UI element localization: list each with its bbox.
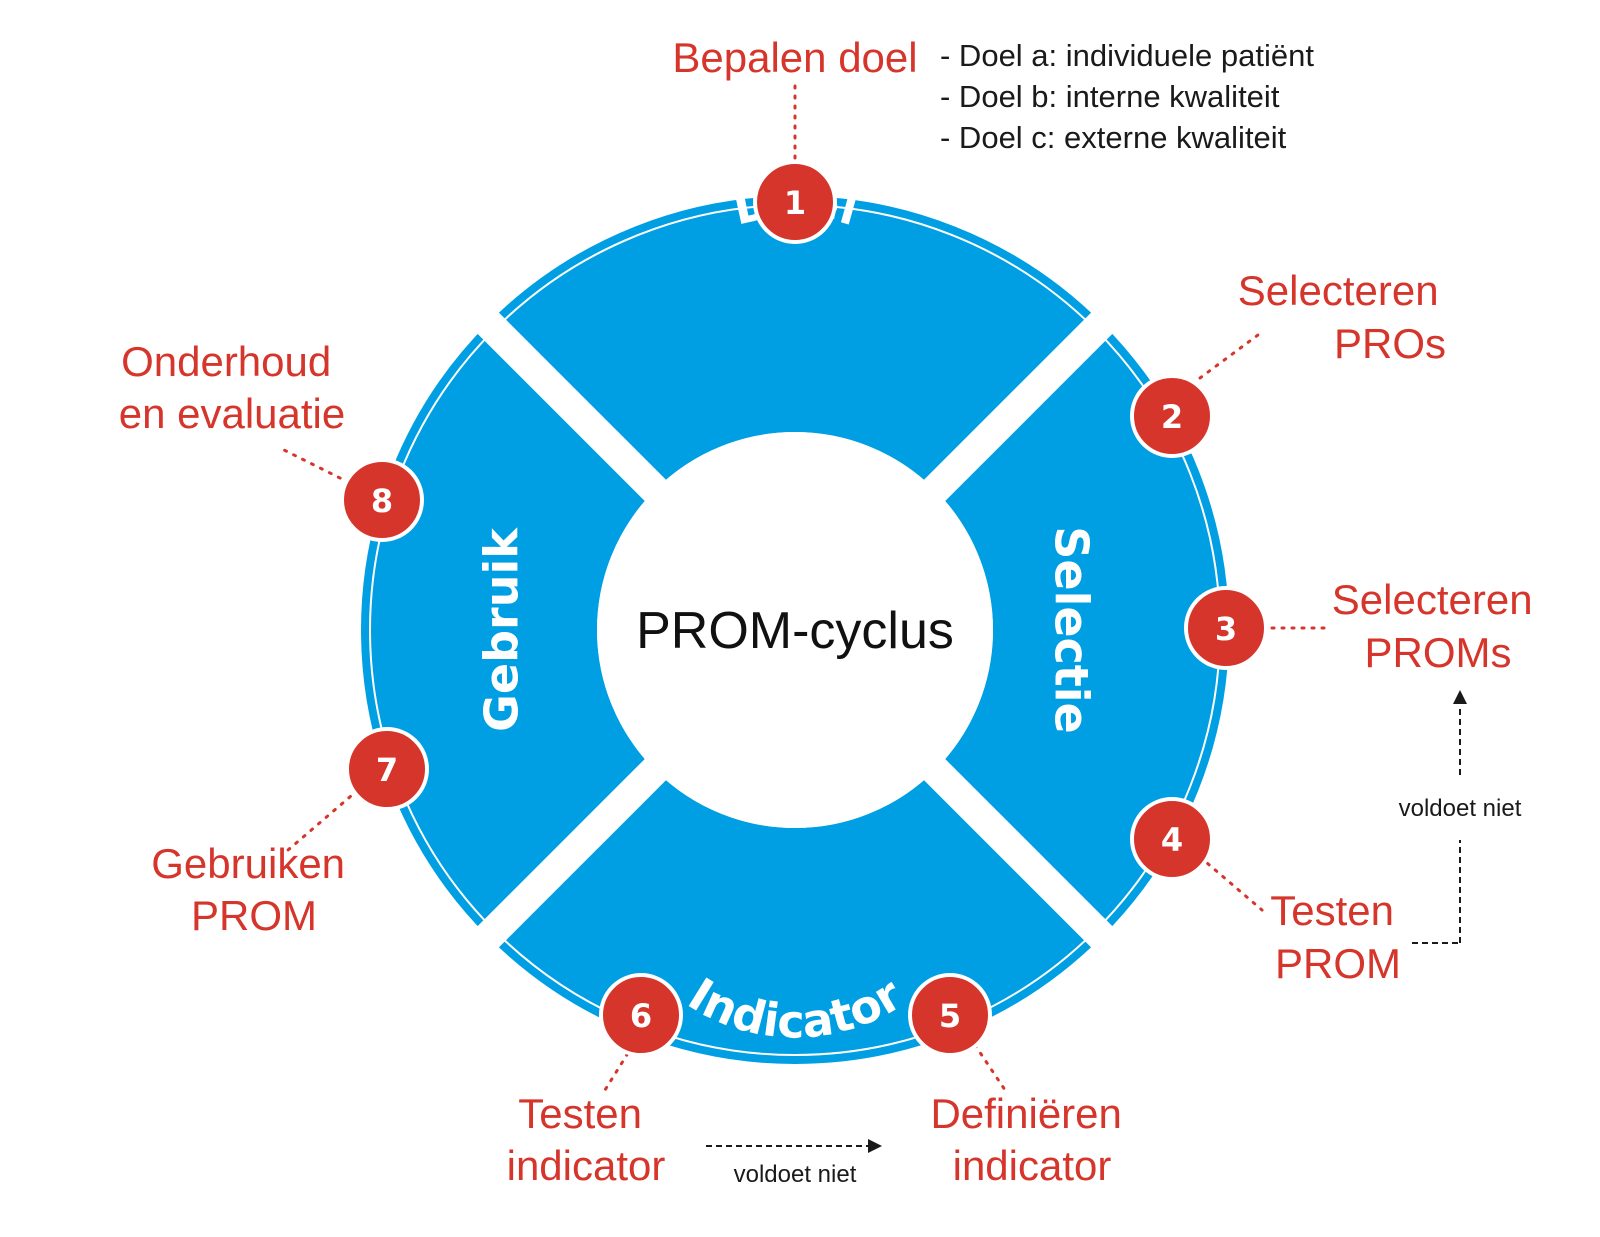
step-label-7: Gebruiken PROM [151, 840, 356, 939]
step-badge-4: 4 [1130, 797, 1214, 881]
goal-option-b: - Doel b: interne kwaliteit [940, 79, 1280, 114]
segment-band [371, 206, 1219, 1054]
svg-text:5: 5 [939, 997, 961, 1035]
goal-options: - Doel a: individuele patiënt - Doel b: … [940, 38, 1314, 155]
svg-text:3: 3 [1215, 610, 1237, 648]
divider-top-right [905, 303, 1122, 520]
svg-text:1: 1 [784, 184, 806, 222]
feedback-note-indicator: voldoet niet [734, 1161, 857, 1188]
divider-bottom-right [905, 740, 1122, 957]
goal-option-a: - Doel a: individuele patiënt [940, 38, 1314, 73]
step-label-3: Selecteren PROMs [1332, 576, 1544, 676]
step-badge-8: 8 [340, 458, 424, 542]
segment-ring [371, 206, 1219, 1054]
step-badge-2: 2 [1130, 374, 1214, 458]
step-label-2: Selecteren PROs [1238, 267, 1450, 367]
segment-label-gebruik: Gebruik [475, 527, 529, 732]
step-label-6: Testen indicator [507, 1090, 666, 1189]
goal-option-c: - Doel c: externe kwaliteit [940, 120, 1287, 155]
connector-4 [1198, 855, 1264, 912]
step-label-4: Testen PROM [1270, 887, 1405, 987]
center-title: PROM-cyclus [636, 602, 954, 660]
step-label-5: Definiëren indicator [930, 1090, 1133, 1189]
center-hole [597, 432, 993, 828]
step-badge-7: 7 [345, 727, 429, 811]
svg-text:8: 8 [371, 482, 393, 520]
svg-text:7: 7 [376, 751, 398, 789]
step-label-1: Bepalen doel [672, 34, 917, 81]
divider-top-left [468, 303, 685, 520]
svg-text:4: 4 [1161, 821, 1183, 859]
divider-bottom-left [468, 740, 685, 957]
step-badge-5: 5 [908, 973, 992, 1057]
step-label-8: Onderhoud en evaluatie [119, 338, 346, 437]
feedback-loop-prom [1412, 705, 1461, 944]
feedback-prom-arrowhead [1453, 690, 1467, 704]
segment-label-selectie: Selectie [1045, 526, 1099, 734]
feedback-note-prom: voldoet niet [1399, 795, 1522, 822]
connector-5 [973, 1043, 1007, 1092]
feedback-indicator-arrowhead [868, 1139, 882, 1153]
svg-text:2: 2 [1161, 398, 1183, 436]
step-badge-6: 6 [599, 973, 683, 1057]
connector-2 [1198, 330, 1264, 380]
step-badge-3: 3 [1184, 586, 1268, 670]
step-badge-1: 1 [753, 160, 837, 244]
svg-text:6: 6 [630, 997, 652, 1035]
